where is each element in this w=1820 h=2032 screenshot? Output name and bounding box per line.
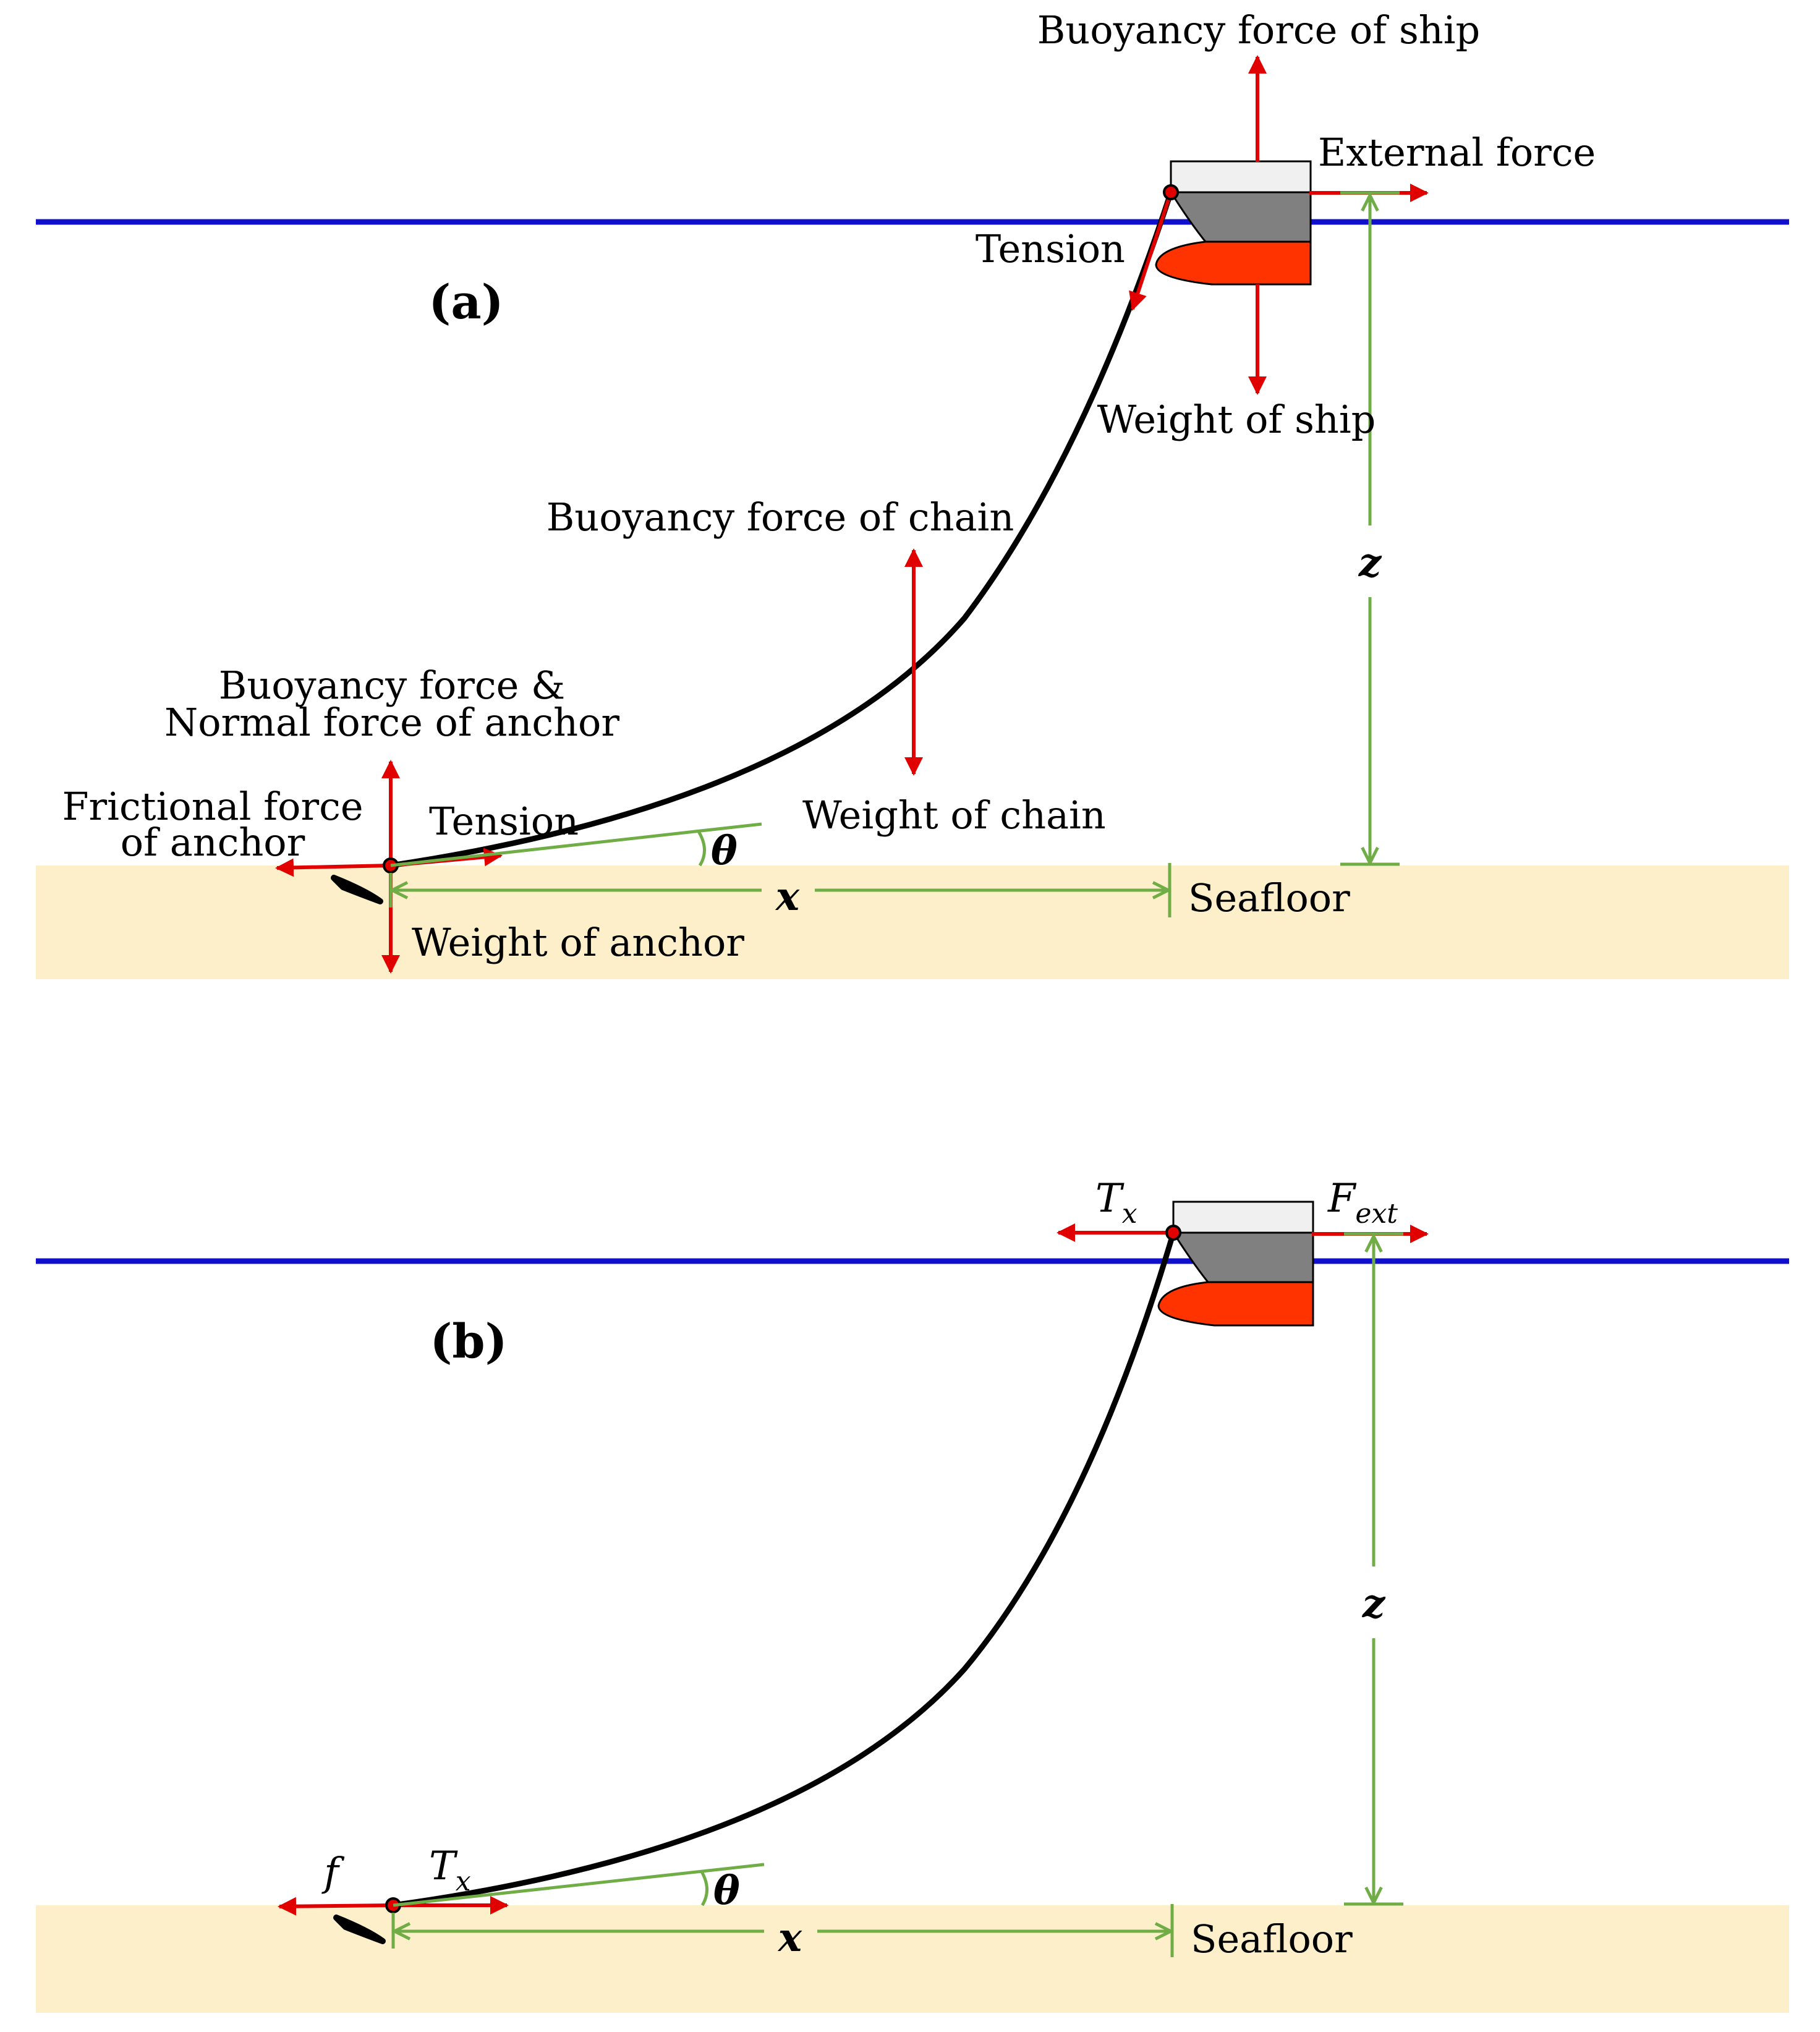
angle-arc-b (699, 1869, 708, 1907)
f-label: f (321, 1850, 345, 1895)
tension-bottom-label: Tension (429, 799, 579, 844)
fairlead-point-a (1163, 184, 1179, 200)
anchor-b (333, 1915, 386, 1944)
weight-ship-label: Weight of ship (1097, 397, 1376, 442)
seafloor-b (36, 1905, 1789, 2013)
external-force-label: External force (1318, 130, 1596, 175)
tx-top-label: Tx (1095, 1176, 1138, 1230)
panel-b: Tx Fext (b) f Tx θ x z Seafloor (36, 1176, 1789, 2013)
panel-a-label: (a) (428, 274, 503, 329)
chain-a (390, 191, 1174, 869)
friction-label-2: of anchor (121, 820, 305, 865)
z-label-b: z (1362, 1581, 1386, 1627)
z-label-a: z (1358, 540, 1382, 586)
panel-a: Buoyancy force of ship External force Te… (36, 7, 1789, 979)
anchor-a (331, 875, 383, 904)
anchor-buoyancy-label-1: Buoyancy force & (219, 663, 565, 708)
anchor-buoyancy-label-2: Normal force of anchor (164, 700, 619, 745)
x-label-b: x (777, 1915, 802, 1961)
theta-label-b: θ (713, 1868, 740, 1914)
ship-a (1155, 160, 1312, 286)
fairlead-point-b (1165, 1225, 1181, 1241)
angle-arc-a (697, 830, 706, 867)
tension-ship-arrow (1129, 192, 1173, 311)
friction-label-1: Frictional force (62, 784, 363, 829)
panel-b-label: (b) (430, 1314, 507, 1369)
x-label-a: x (775, 874, 800, 920)
f-arrow (278, 1897, 394, 1916)
theta-label-a: θ (711, 828, 738, 874)
anchor-friction-arrow (275, 858, 391, 877)
tx-bottom-label: Tx (429, 1843, 471, 1897)
buoyancy-ship-label: Buoyancy force of ship (1037, 7, 1480, 53)
weight-chain-label: Weight of chain (802, 793, 1106, 838)
seafloor-label-a: Seafloor (1188, 875, 1350, 920)
ship-b (1157, 1201, 1314, 1327)
tension-top-label: Tension (976, 226, 1125, 271)
buoyancy-chain-label: Buoyancy force of chain (546, 495, 1014, 540)
weight-anchor-label: Weight of anchor (412, 920, 744, 965)
seafloor-label-b: Seafloor (1191, 1916, 1353, 1962)
fext-label: Fext (1327, 1176, 1398, 1230)
chain-b (393, 1231, 1176, 1908)
seafloor-a (36, 865, 1789, 979)
